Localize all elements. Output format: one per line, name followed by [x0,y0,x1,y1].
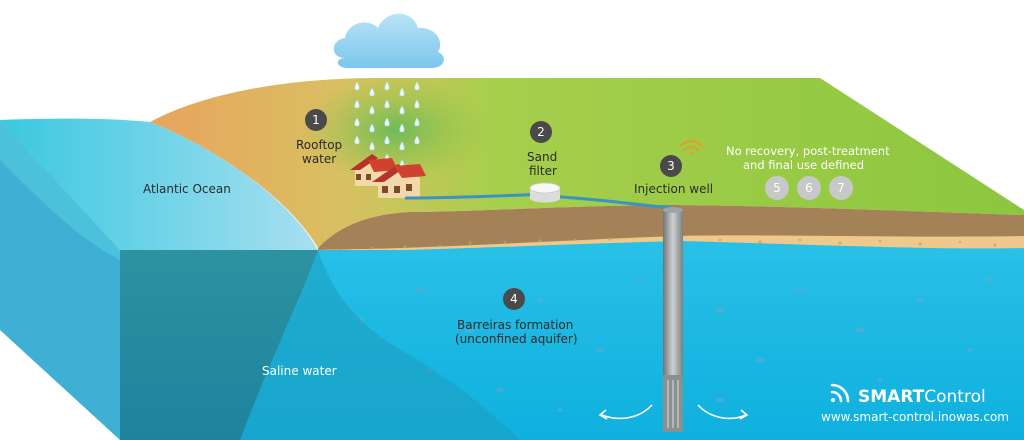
step-badge-5: 5 [765,176,789,200]
rain-drop [354,81,360,91]
formation-label-line2: (unconfined aquifer) [455,332,578,346]
ocean-front [120,250,318,440]
pipe-house-to-filter [404,192,546,200]
flow-arrow-right-icon [697,404,749,420]
ocean-wave [0,120,120,260]
brand-name-bold: SMART [858,387,925,407]
rain-drop [399,105,405,115]
wifi-signal-icon [679,140,703,156]
note-label-line1: No recovery, post-treatment [726,144,890,158]
rain-drop [354,117,360,127]
ocean-side [0,120,120,440]
ocean-surface [0,118,318,250]
sand-filter-label-line2: filter [529,164,557,178]
atlantic-ocean-label: Atlantic Ocean [143,182,231,196]
sand-filter-icon [529,182,561,203]
rain-drop [414,135,420,145]
step-badge-3: 3 [660,155,682,177]
brand-name: SMARTControl [858,387,986,407]
rain-drop [354,99,360,109]
smartcontrol-logo-icon [830,383,850,403]
note-label-line2: and final use defined [743,158,865,172]
step-badge-7: 7 [829,176,853,200]
aquifer-pebbles [356,277,994,412]
rain-drop [399,123,405,133]
rooftop-water-label-line2: water [302,152,337,166]
rain-drop [399,87,405,97]
brand-name-rest: Control [924,387,986,407]
step-badge-2: 2 [530,121,552,143]
rain-drop [369,123,375,133]
rain-drop [414,81,420,91]
rain-drop [354,135,360,145]
rain-drop [384,135,390,145]
brand-url: www.smart-control.inowas.com [821,410,1009,424]
saline-water-label: Saline water [262,364,337,378]
flow-arrow-left-icon [598,404,653,420]
rain-drops [354,81,420,169]
sand-specks [338,237,997,253]
houses-icon [350,154,426,198]
rain-drop [384,81,390,91]
cloud-icon [333,13,444,68]
injection-well-label: Injection well [634,182,714,196]
rain-drop [369,141,375,151]
rooftop-water-label-line1: Rooftop [296,138,343,152]
step-badge-1: 1 [305,109,327,131]
rain-drop [384,99,390,109]
rain-drop [384,117,390,127]
step-badge-6: 6 [797,176,821,200]
rain-drop [414,117,420,127]
formation-label-line1: Barreiras formation [457,318,574,332]
rain-drop [399,141,405,151]
injection-well-icon [663,207,683,432]
step-badge-4: 4 [503,288,525,310]
wet-zone [300,75,490,185]
sand-filter-label-line1: Sand [527,150,558,164]
rain-drop [369,87,375,97]
rain-drop [414,99,420,109]
rain-drop [369,105,375,115]
